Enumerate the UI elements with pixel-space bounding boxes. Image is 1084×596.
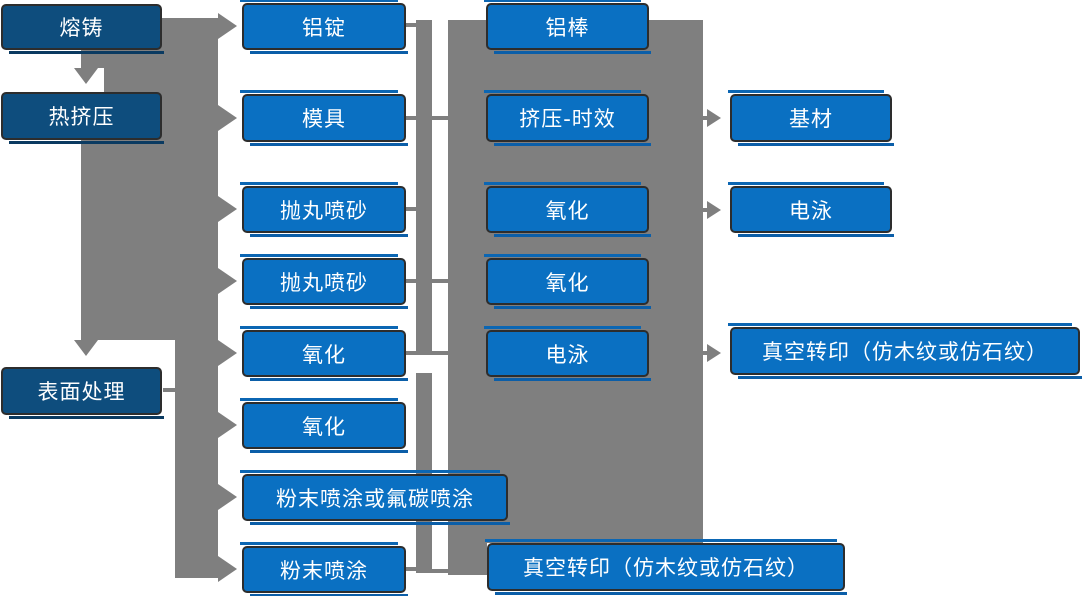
stub-blast2-bar — [406, 279, 416, 283]
stub-ingot-bar — [406, 23, 416, 27]
arrow-to-aluminum-ingot — [218, 13, 237, 39]
node-vacuum-transfer-bottom: 真空转印（仿木纹或仿石纹） — [485, 539, 847, 595]
connector-bar-lower — [416, 373, 432, 573]
arrow-down-to-surface-treatment — [74, 340, 98, 356]
stub-to-electrophoresis — [701, 208, 709, 212]
node-extrusion-aging: 挤压-时效 — [484, 90, 651, 146]
arrow-to-powder-fluorocarbon — [218, 484, 237, 510]
stub-bar-panel-3 — [432, 351, 448, 355]
connector-band-main — [81, 18, 218, 340]
connector-band-lower — [175, 340, 218, 578]
node-electrophoresis-2: 电泳 — [728, 182, 894, 237]
connector-panel-extension — [448, 543, 487, 575]
arrow-to-mold — [218, 105, 237, 131]
node-oxidation-2: 氧化 — [240, 398, 408, 453]
node-shot-blast-sand-1: 抛丸喷砂 — [240, 182, 408, 237]
arrow-down-to-hot-extrusion — [74, 68, 98, 84]
node-shot-blast-sand-2: 抛丸喷砂 — [240, 254, 408, 309]
stub-bottom-elbow — [430, 569, 448, 573]
node-surface-treatment: 表面处理 — [1, 367, 164, 419]
node-oxidation-4: 氧化 — [484, 254, 651, 309]
node-oxidation-1: 氧化 — [240, 326, 408, 381]
node-hot-extrusion: 热挤压 — [1, 92, 164, 144]
arrow-to-shot-blast-2 — [218, 268, 237, 294]
stub-powder-bar — [406, 567, 416, 571]
arrow-to-vacuum-transfer — [707, 344, 721, 362]
node-aluminum-ingot: 铝锭 — [240, 0, 408, 54]
stub-to-base-material — [701, 116, 709, 120]
connector-stub-surface — [163, 388, 176, 392]
stub-blast1-bar — [406, 207, 416, 211]
arrow-to-oxidation-2 — [218, 412, 237, 438]
node-powder-coating: 粉末喷涂 — [240, 542, 408, 596]
arrow-to-base-material — [707, 109, 721, 127]
node-electrophoresis-1: 电泳 — [484, 326, 651, 381]
stub-bar-panel-1 — [432, 116, 448, 120]
node-aluminum-rod: 铝棒 — [484, 0, 651, 54]
arrow-to-oxidation-1 — [218, 340, 237, 366]
connector-bar-upper — [416, 20, 432, 355]
arrow-to-powder-coating — [218, 556, 237, 582]
stub-mold-bar — [406, 116, 416, 120]
node-base-material: 基材 — [728, 90, 894, 146]
node-mold: 模具 — [240, 90, 408, 146]
node-powder-or-fluorocarbon-coating: 粉末喷涂或氟碳喷涂 — [240, 470, 510, 525]
stub-to-vacuum-transfer — [701, 351, 709, 355]
node-melting-casting: 熔铸 — [1, 4, 164, 54]
stub-bar-panel-2 — [432, 279, 448, 283]
node-vacuum-transfer-right: 真空转印（仿木纹或仿石纹） — [728, 323, 1082, 379]
node-oxidation-3: 氧化 — [484, 182, 651, 237]
arrow-to-electrophoresis — [707, 201, 721, 219]
stub-oxid1-bar — [406, 351, 416, 355]
arrow-to-shot-blast-1 — [218, 196, 237, 222]
